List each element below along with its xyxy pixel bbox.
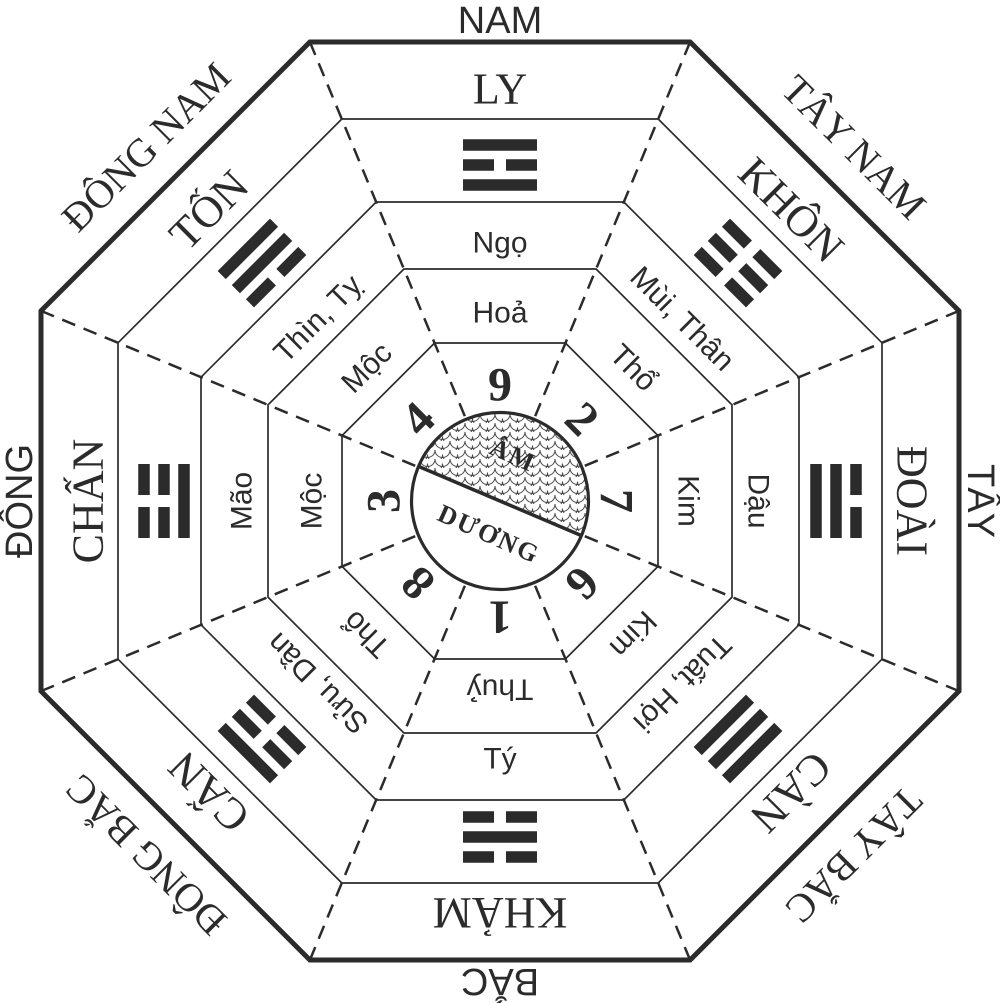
trigram-bar <box>262 739 293 770</box>
lo-shu-number: 9 <box>488 359 512 412</box>
sector-top: NAM LY Ngọ Hoả 9 <box>458 0 542 412</box>
trigram-bar <box>830 464 842 538</box>
branch-label: Dậu <box>742 473 775 528</box>
trigram-bar <box>138 507 150 538</box>
element-label: Mộc <box>335 336 398 399</box>
trigram-icon <box>138 464 190 538</box>
trigram-bar <box>463 851 494 863</box>
element-label: Mộc <box>296 473 329 530</box>
trigram-bar <box>158 464 170 495</box>
trigram-bar <box>721 218 752 249</box>
branch-label: Ngọ <box>472 227 527 260</box>
trigram-bar <box>245 694 276 725</box>
element-label: Kim <box>672 475 705 527</box>
trigram-bar <box>850 464 862 495</box>
element-label: Thuỷ <box>467 673 534 706</box>
trigram-icon <box>463 811 537 863</box>
trigram-bar <box>178 464 190 538</box>
trigram-bar <box>463 811 494 823</box>
trigram-icon <box>693 694 783 784</box>
element-label: Hoả <box>472 297 527 330</box>
ring-octagon <box>117 118 883 884</box>
trigram-bar <box>738 263 769 294</box>
trigram-icon <box>810 464 862 538</box>
trigram-icon <box>693 218 783 308</box>
sector-bottom: BẮC KHẢM Tý Thuỷ 1 <box>433 591 567 1003</box>
sector-right: TÂY ĐOÀI Dậu Kim 7 <box>590 446 1000 556</box>
ring-octagon <box>267 268 733 734</box>
direction-label: TÂY <box>959 464 1000 538</box>
trigram-bar <box>506 159 537 171</box>
yin-yang-divider-line <box>417 464 583 538</box>
trigram-bar <box>707 708 769 770</box>
trigram-name: ĐOÀI <box>888 446 937 556</box>
trigram-bar <box>138 464 150 495</box>
trigram-bar <box>463 831 537 843</box>
direction-label: BẮC <box>461 960 539 1003</box>
sector-top-left: ĐÔNG NAM TỐN Thìn, Tỵ Mộc 4 <box>53 54 446 447</box>
trigram-bar <box>158 507 170 538</box>
trigram-icon <box>463 139 537 191</box>
trigram-bar <box>231 708 262 739</box>
direction-label: NAM <box>458 0 542 42</box>
trigram-bar <box>463 139 537 151</box>
trigram-bar <box>506 811 537 823</box>
yin-yang-center: ÂM DƯƠNG <box>409 410 591 592</box>
trigram-bar <box>463 179 537 191</box>
trigram-bar <box>463 159 494 171</box>
sector-left: ĐÔNG CHẤN Mão Mộc 3 <box>0 439 411 564</box>
trigram-bar <box>276 246 307 277</box>
trigram-bar <box>752 249 783 280</box>
lo-shu-number: 7 <box>590 489 643 513</box>
trigram-bar <box>850 507 862 538</box>
lo-shu-number: 3 <box>358 489 411 513</box>
trigram-bar <box>231 232 293 294</box>
trigram-bar <box>721 722 783 784</box>
lo-shu-number: 1 <box>488 591 512 644</box>
trigram-bar <box>724 277 755 308</box>
center-circle <box>409 410 591 592</box>
trigram-name: KHẢM <box>433 889 567 938</box>
trigram-bar <box>217 722 279 784</box>
trigram-name: LY <box>473 65 527 114</box>
trigram-bar <box>693 694 755 756</box>
branch-label: Tý <box>483 743 516 776</box>
trigram-bar <box>693 246 724 277</box>
direction-label: ĐÔNG <box>0 444 41 558</box>
trigram-bar <box>707 232 738 263</box>
yin-scales-half <box>418 412 589 536</box>
sector-bottom-left: ĐÔNG BẮC CẤN Sửu, Dần Thổ 8 <box>57 556 446 945</box>
trigram-bar <box>810 464 822 538</box>
trigram-bar <box>245 277 276 308</box>
branch-label: Mão <box>226 472 259 530</box>
trigram-icon <box>217 694 307 784</box>
trigram-icon <box>217 218 307 308</box>
trigram-bar <box>276 725 307 756</box>
trigram-name: KHÔN <box>729 148 854 273</box>
trigram-name: CHẤN <box>63 439 113 564</box>
trigram-bar <box>506 851 537 863</box>
trigram-bar <box>217 218 279 280</box>
